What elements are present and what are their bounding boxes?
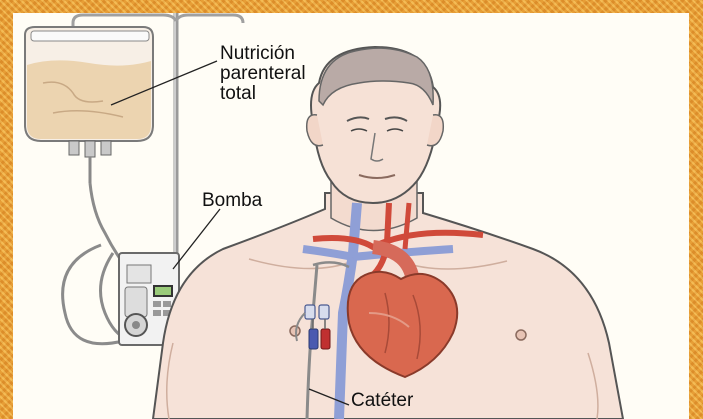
label-nutricion-parenteral-total: Nutrición parenteral total — [220, 44, 306, 104]
label-line-1: Nutrición — [220, 44, 306, 64]
nutrition-bag — [25, 27, 153, 183]
tpn-diagram — [13, 13, 689, 419]
label-cateter: Catéter — [351, 391, 413, 411]
illustration-panel: Nutrición parenteral total Bomba Catéter — [13, 13, 689, 419]
label-bomba: Bomba — [202, 191, 262, 211]
label-line-2: parenteral — [220, 64, 306, 84]
label-line-3: total — [220, 84, 306, 104]
